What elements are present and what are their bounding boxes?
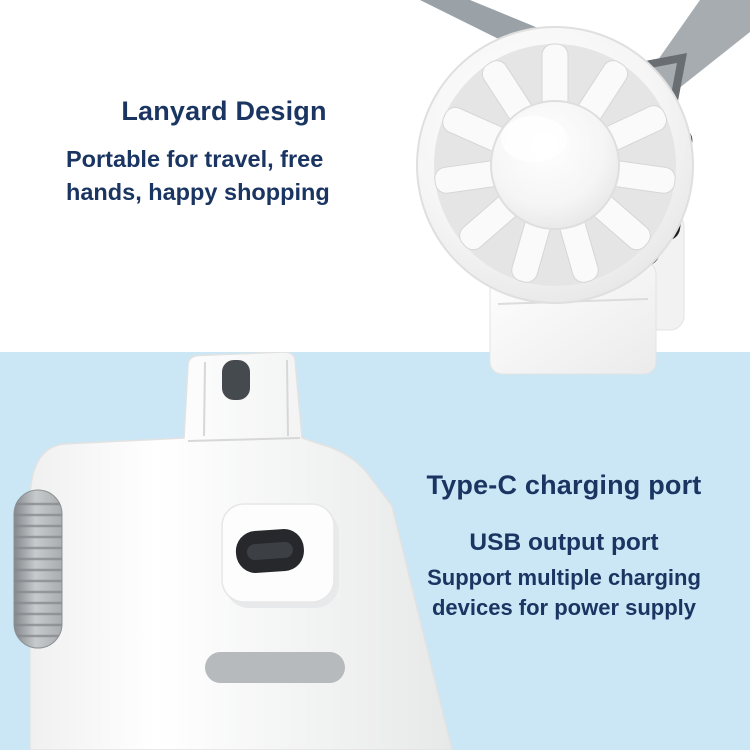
- fan-product-photo: [320, 0, 750, 380]
- type-c-title: Type-C charging port: [426, 470, 702, 500]
- handle-closeup-photo: [0, 351, 470, 750]
- speed-control-wheel: [13, 489, 63, 649]
- lanyard-text-block: Lanyard Design Portable for travel, free…: [66, 96, 382, 209]
- fan-photo-svg: [416, 0, 750, 375]
- charging-text-block: Type-C charging port USB output port Sup…: [388, 470, 740, 622]
- hinge-seams: [187, 359, 301, 442]
- handle-photo-svg: [13, 351, 453, 750]
- usb-output-slot: [205, 652, 345, 683]
- lanyard-description: Portable for travel, free hands, happy s…: [66, 146, 330, 205]
- fan-head: [416, 26, 694, 304]
- lanyard-title: Lanyard Design: [121, 96, 327, 126]
- usb-output-subtitle: USB output port: [469, 529, 659, 556]
- hinge-notch: [222, 360, 250, 400]
- fan-center-cap: [490, 100, 620, 230]
- charging-description: Support multiple charging devices for po…: [427, 565, 701, 620]
- type-c-port: [221, 503, 339, 608]
